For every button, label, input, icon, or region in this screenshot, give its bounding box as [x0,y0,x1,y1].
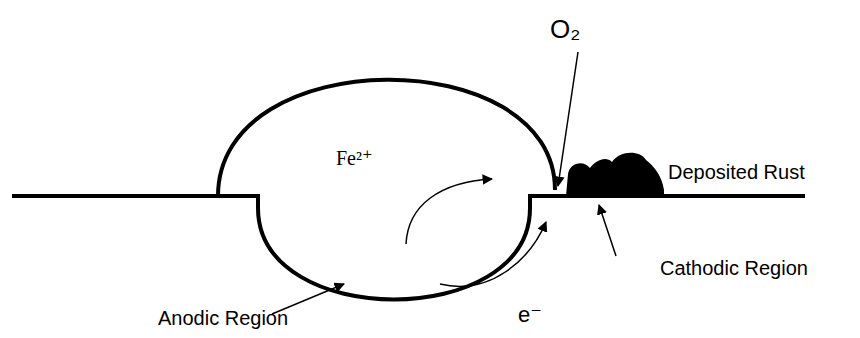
part-label: Deposited Rust [668,160,805,184]
electron-label: e⁻ [518,302,542,328]
electron-flow-arrow [440,222,546,286]
water-droplet [218,80,555,196]
ion-flow-arrow [406,179,492,244]
rust-deposit [566,153,664,196]
leader-arrow [599,205,616,256]
oxygen-label: O₂ [550,14,580,45]
ion-label: Fe²⁺ [336,146,373,170]
region-label: Anodic Region [158,306,288,330]
leader-arrow [558,52,578,186]
iron-surface [12,196,805,300]
region-label: Cathodic Region [660,256,808,280]
